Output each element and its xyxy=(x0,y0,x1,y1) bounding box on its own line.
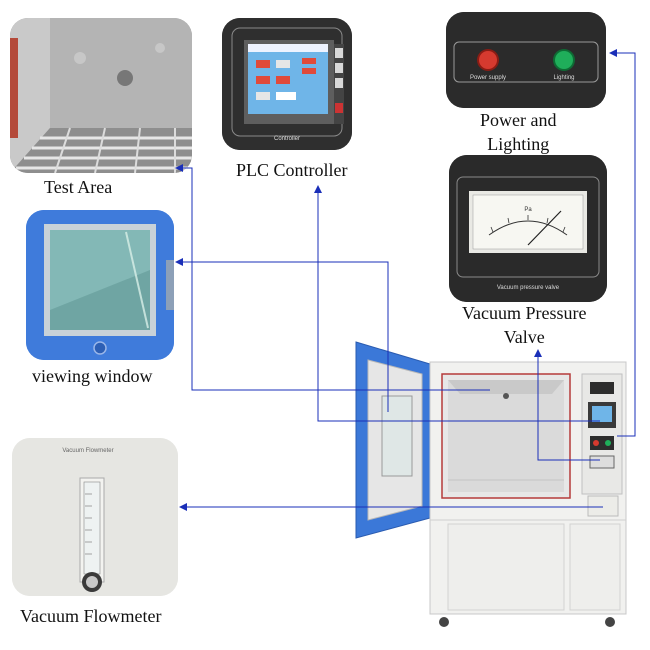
plc-controller-image: Controller xyxy=(222,18,352,150)
power-supply-caption: Power supply xyxy=(470,75,506,81)
vacuum-pressure-valve-photo: Pa Vacuum pressure valve xyxy=(449,155,607,302)
vacuum-flowmeter-photo: Vacuum Flowmeter xyxy=(12,438,178,596)
connector-test-area xyxy=(175,164,490,391)
test-chamber-machine xyxy=(352,340,632,630)
power-lighting-image: Power supply Lighting xyxy=(446,12,606,108)
label-power-lighting-line2: Lighting xyxy=(487,134,550,154)
connector-power-lighting xyxy=(609,49,636,437)
label-test-area: Test Area xyxy=(44,177,113,197)
connector-plc-controller xyxy=(314,185,600,422)
connector-viewing-window xyxy=(175,258,389,412)
flowmeter-image: Vacuum Flowmeter xyxy=(12,438,178,596)
label-vacuum-flowmeter: Vacuum Flowmeter xyxy=(20,606,162,626)
label-vacuum-pressure-valve: Vacuum Pressure Valve xyxy=(462,301,586,349)
label-viewing-window: viewing window xyxy=(32,366,153,386)
power-lighting-photo: Power supply Lighting xyxy=(446,12,606,108)
connector-vacuum-valve xyxy=(534,349,600,461)
flowmeter-caption: Vacuum Flowmeter xyxy=(62,448,113,454)
green-button xyxy=(555,51,573,69)
viewing-window-image xyxy=(26,210,174,360)
label-plc-controller: PLC Controller xyxy=(236,160,348,180)
lighting-caption: Lighting xyxy=(553,75,574,81)
test-area-photo xyxy=(10,18,192,173)
label-power-lighting: Power and Lighting xyxy=(480,108,556,156)
label-power-lighting-line1: Power and xyxy=(480,110,557,130)
test-area-image xyxy=(10,18,192,173)
label-vacuum-pressure-line1: Vacuum Pressure xyxy=(462,303,587,323)
viewing-window-photo xyxy=(26,210,174,360)
label-vacuum-pressure-line2: Valve xyxy=(503,327,545,347)
chamber-image xyxy=(355,341,627,627)
controller-caption: Controller xyxy=(274,136,300,142)
vacuum-valve-caption: Vacuum pressure valve xyxy=(497,285,560,291)
plc-controller-photo: Controller xyxy=(222,18,352,150)
red-button xyxy=(479,51,497,69)
vacuum-gauge-image: Pa Vacuum pressure valve xyxy=(449,155,607,302)
gauge-unit: Pa xyxy=(524,207,532,213)
